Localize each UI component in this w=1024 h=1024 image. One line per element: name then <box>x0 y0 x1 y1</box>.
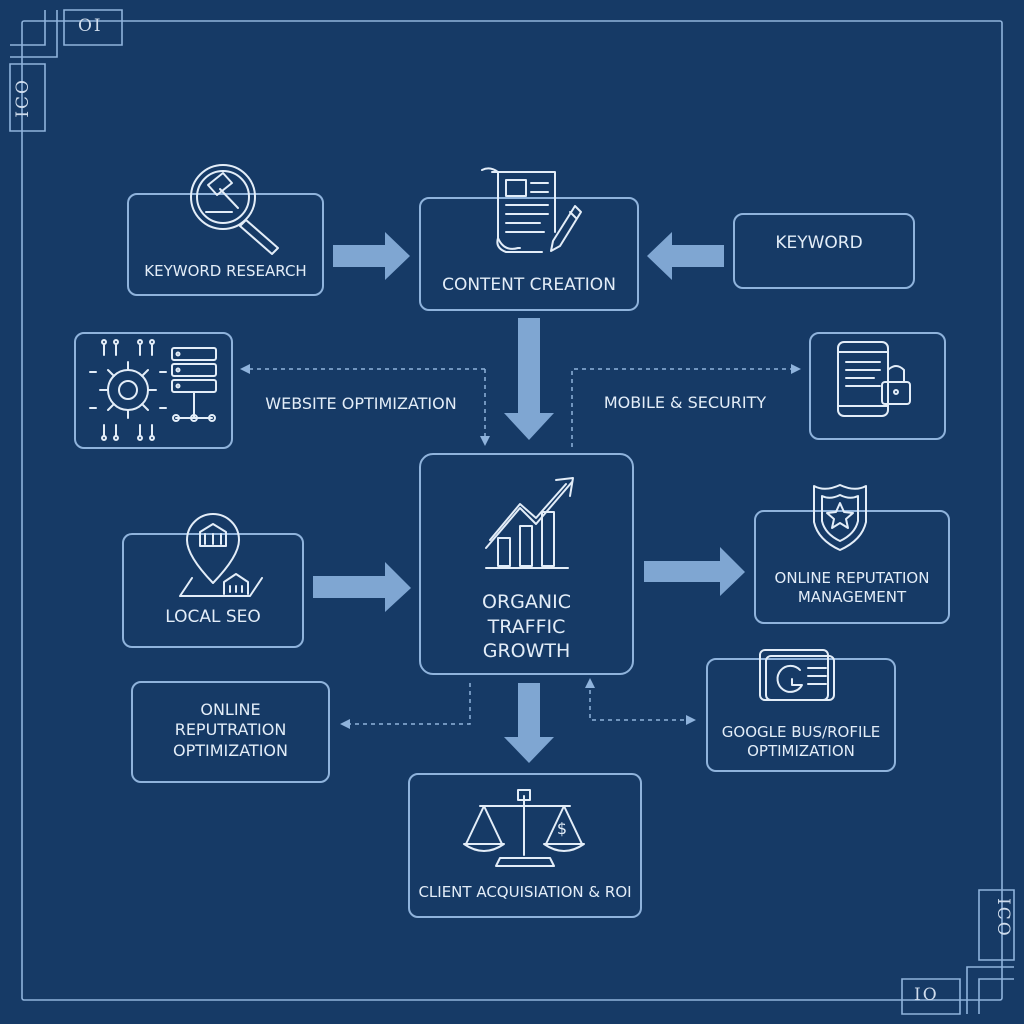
arrowhead-website <box>240 364 250 374</box>
node-website-optimization[interactable] <box>74 332 233 449</box>
node-online-reputation-management-label: ONLINE REPUTATION MANAGEMENT <box>774 569 930 607</box>
node-local-seo-label: LOCAL SEO <box>165 607 261 627</box>
node-mobile-security[interactable] <box>809 332 946 440</box>
node-website-optimization-label: WEBSITE OPTIMIZATION <box>265 394 457 413</box>
arrow-growth-to-client <box>504 683 554 763</box>
node-content-creation-label: CONTENT CREATION <box>442 275 616 295</box>
node-keyword[interactable] <box>733 213 915 289</box>
node-local-seo[interactable] <box>122 533 304 648</box>
arrow-keyword-to-content <box>647 232 724 280</box>
node-client-acquisition[interactable] <box>408 773 642 918</box>
node-client-acquisition-label: CLIENT ACQUISIATION & ROI <box>418 883 632 901</box>
node-keyword-research-label: KEYWORD RESEARCH <box>144 262 307 280</box>
arrowhead-growth-up <box>585 678 595 688</box>
corner-ornament-top-left <box>9 9 123 132</box>
dashed-growth-to-reputation-opt <box>348 683 471 725</box>
dashed-growth-to-google <box>589 690 690 721</box>
node-keyword-label: KEYWORD <box>775 233 863 253</box>
arrowhead-growth-left <box>480 436 490 446</box>
dashed-website-to-growth <box>248 368 486 440</box>
corner-ornament-bottom-right <box>901 889 1015 1015</box>
dashed-growth-to-mobile <box>571 368 795 447</box>
node-online-reputation-optimization-label: ONLINE REPUTRATION OPTIMIZATION <box>173 700 288 760</box>
corner-text-top-left: OI <box>78 16 103 36</box>
arrowhead-google <box>686 715 696 725</box>
arrow-growth-to-reputation <box>644 547 745 596</box>
arrow-local-to-growth <box>313 562 411 612</box>
arrow-research-to-content <box>333 232 410 280</box>
node-online-reputation-optimization[interactable] <box>131 681 330 783</box>
arrow-content-to-growth <box>504 318 554 440</box>
corner-text-bottom-right: IO <box>914 985 939 1005</box>
node-google-business-profile-label: GOOGLE BUS/ROFILE OPTIMIZATION <box>721 723 881 761</box>
node-organic-traffic-growth-label: ORGANIC TRAFFIC GROWTH <box>482 591 571 663</box>
node-mobile-security-label: MOBILE & SECURITY <box>603 393 767 412</box>
outer-frame <box>21 20 1003 1001</box>
arrowhead-mobile <box>791 364 801 374</box>
corner-text-top-left-vertical: ICO <box>13 78 33 118</box>
arrowhead-reputation-opt <box>340 719 350 729</box>
corner-text-bottom-right-vertical: ICO <box>993 898 1013 938</box>
node-organic-traffic-growth[interactable] <box>419 453 634 675</box>
